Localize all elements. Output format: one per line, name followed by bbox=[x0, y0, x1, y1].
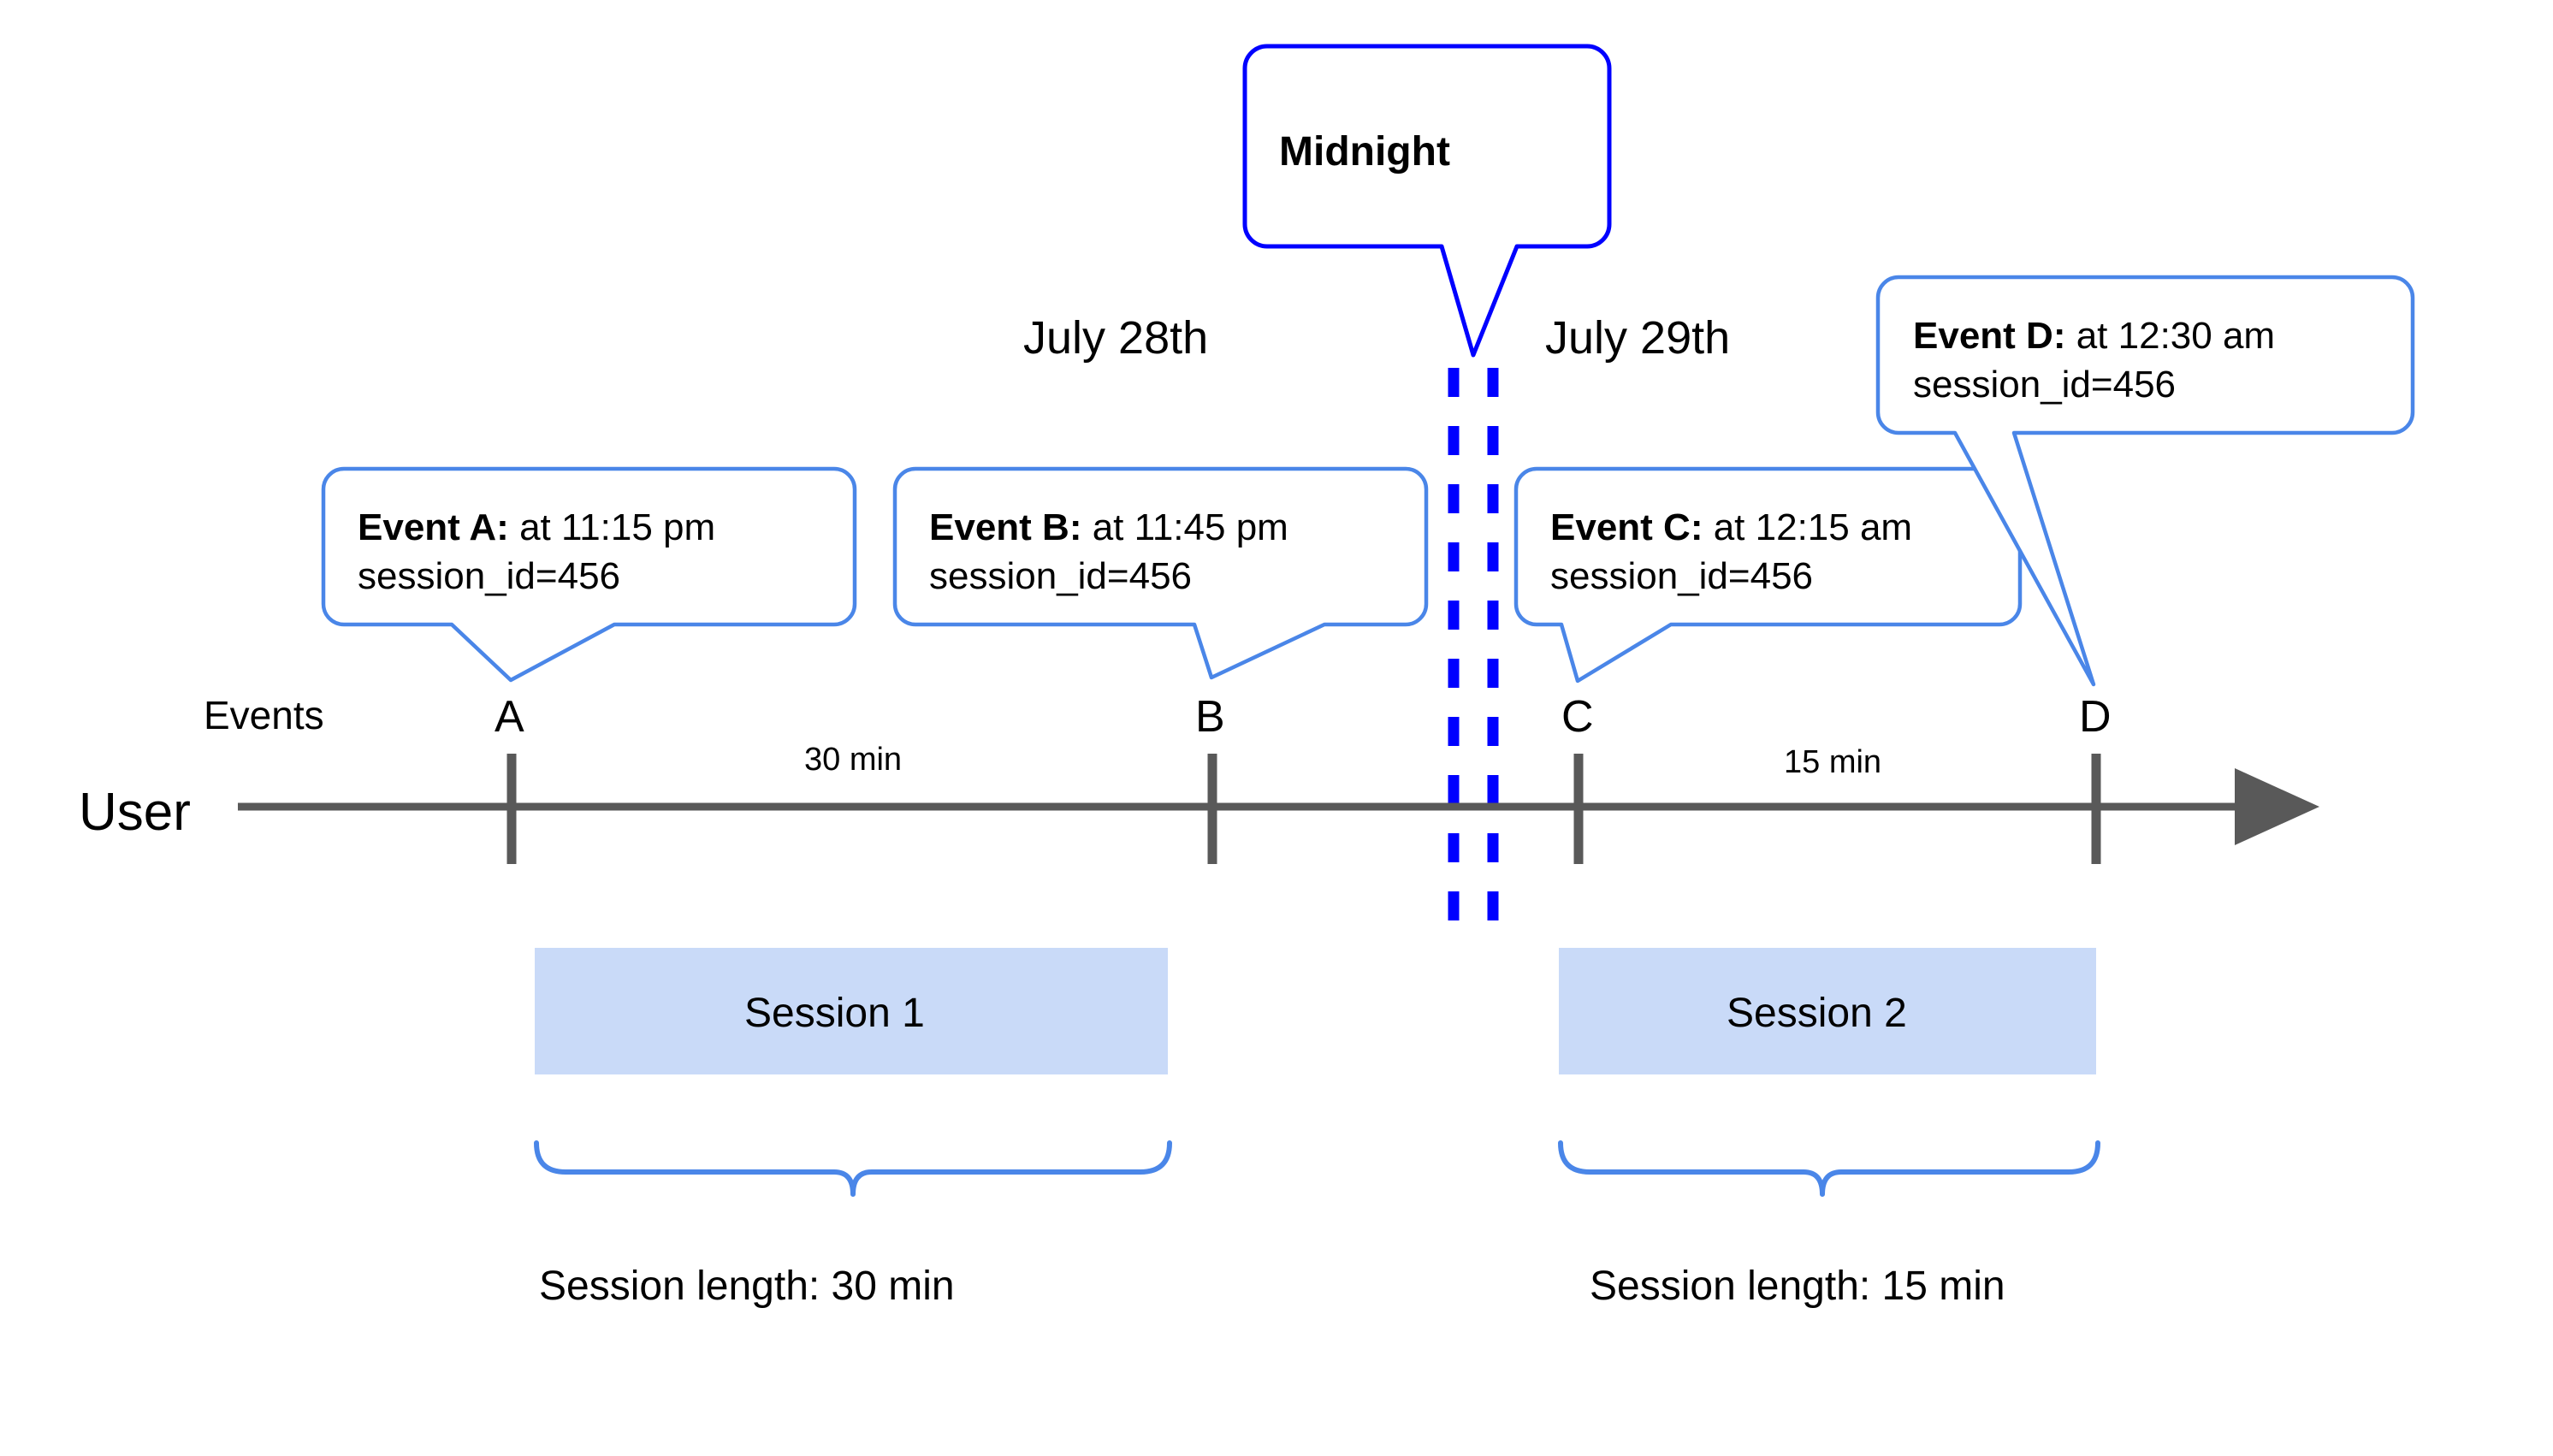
session-length-label-1: Session length: 30 min bbox=[539, 1264, 955, 1309]
callout-detail-c: session_id=456 bbox=[1550, 555, 1814, 598]
session-bar-1 bbox=[535, 948, 1168, 1074]
session-brace-2 bbox=[1558, 1140, 2100, 1197]
events-row-label: Events bbox=[204, 693, 324, 737]
callout-text-a: Event A: at 11:15 pm session_id=456 bbox=[358, 503, 715, 601]
callout-time-a: at 11:15 pm bbox=[508, 506, 716, 548]
callout-shape-c bbox=[1513, 466, 2023, 684]
date-label-july-29: July 29th bbox=[1545, 312, 1731, 364]
callout-title-c: Event C: bbox=[1550, 506, 1703, 548]
user-row-label: User bbox=[79, 783, 191, 842]
callout-shape-d bbox=[1875, 275, 2415, 687]
callout-detail-d: session_id=456 bbox=[1913, 364, 2177, 406]
callout-title-d: Event D: bbox=[1913, 315, 2066, 357]
marker-label-a: A bbox=[495, 692, 524, 742]
session-brace-1 bbox=[534, 1140, 1172, 1197]
callout-detail-b: session_id=456 bbox=[929, 555, 1193, 598]
midnight-callout-shape bbox=[1242, 44, 1612, 358]
callout-shape-a bbox=[321, 466, 857, 683]
interval-label-15min: 15 min bbox=[1784, 744, 1882, 780]
callout-detail-a: session_id=456 bbox=[358, 555, 621, 598]
callout-title-b: Event B: bbox=[929, 506, 1082, 548]
session-bar-2 bbox=[1559, 948, 2096, 1074]
session-length-label-2: Session length: 15 min bbox=[1590, 1264, 2005, 1309]
marker-label-b: B bbox=[1195, 692, 1225, 742]
midnight-label: Midnight bbox=[1279, 129, 1450, 175]
interval-label-30min: 30 min bbox=[804, 742, 903, 778]
session-bar-label-2: Session 2 bbox=[1727, 991, 1907, 1036]
callout-text-c: Event C: at 12:15 am session_id=456 bbox=[1550, 503, 1912, 601]
callout-time-d: at 12:30 am bbox=[2065, 315, 2276, 357]
midnight-dashed-lines bbox=[1448, 368, 1499, 928]
callout-shape-b bbox=[892, 466, 1429, 680]
callout-text-d: Event D: at 12:30 am session_id=456 bbox=[1913, 311, 2275, 409]
date-label-july-28: July 28th bbox=[1023, 312, 1209, 364]
callout-time-b: at 11:45 pm bbox=[1081, 506, 1288, 548]
marker-label-d: D bbox=[2079, 692, 2112, 742]
session-bar-label-1: Session 1 bbox=[744, 991, 925, 1036]
callout-title-a: Event A: bbox=[358, 506, 509, 548]
callout-time-c: at 12:15 am bbox=[1703, 506, 1913, 548]
callout-text-b: Event B: at 11:45 pm session_id=456 bbox=[929, 503, 1288, 601]
marker-label-c: C bbox=[1561, 692, 1594, 742]
